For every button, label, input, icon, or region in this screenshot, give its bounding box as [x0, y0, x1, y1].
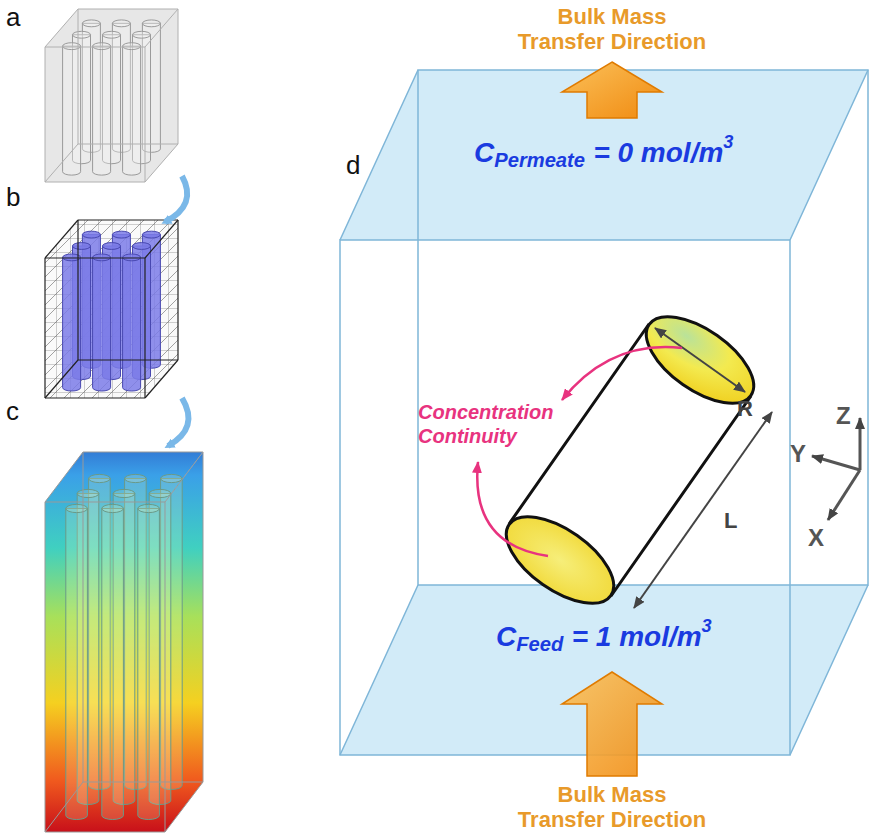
concentration-symbol: C	[474, 137, 494, 168]
panel-letter: a	[6, 2, 20, 33]
permeate-condition: CPermeate = 0 mol/m3	[474, 132, 733, 172]
direction-label: Bulk Mass Transfer Direction	[512, 4, 712, 55]
subscript: Permeate	[494, 149, 585, 171]
axis-label: Z	[836, 402, 851, 430]
axis-label: Y	[790, 440, 806, 468]
dimension-label: L	[724, 508, 737, 534]
panel-letter: c	[6, 396, 19, 427]
superscript: 3	[702, 616, 712, 636]
panel-letter: b	[6, 182, 20, 213]
panel-letter: d	[346, 150, 360, 181]
callout-text: Concentration Continuity	[418, 400, 568, 448]
dimension-label: R	[737, 396, 753, 422]
concentration-value: = 1 mol/m	[572, 621, 702, 652]
superscript: 3	[723, 132, 733, 152]
axis-label: X	[808, 524, 824, 552]
subscript: Feed	[516, 633, 563, 655]
concentration-value: = 0 mol/m	[593, 137, 723, 168]
direction-label: Bulk Mass Transfer Direction	[512, 782, 712, 833]
concentration-symbol: C	[496, 621, 516, 652]
feed-condition: CFeed = 1 mol/m3	[496, 616, 712, 656]
